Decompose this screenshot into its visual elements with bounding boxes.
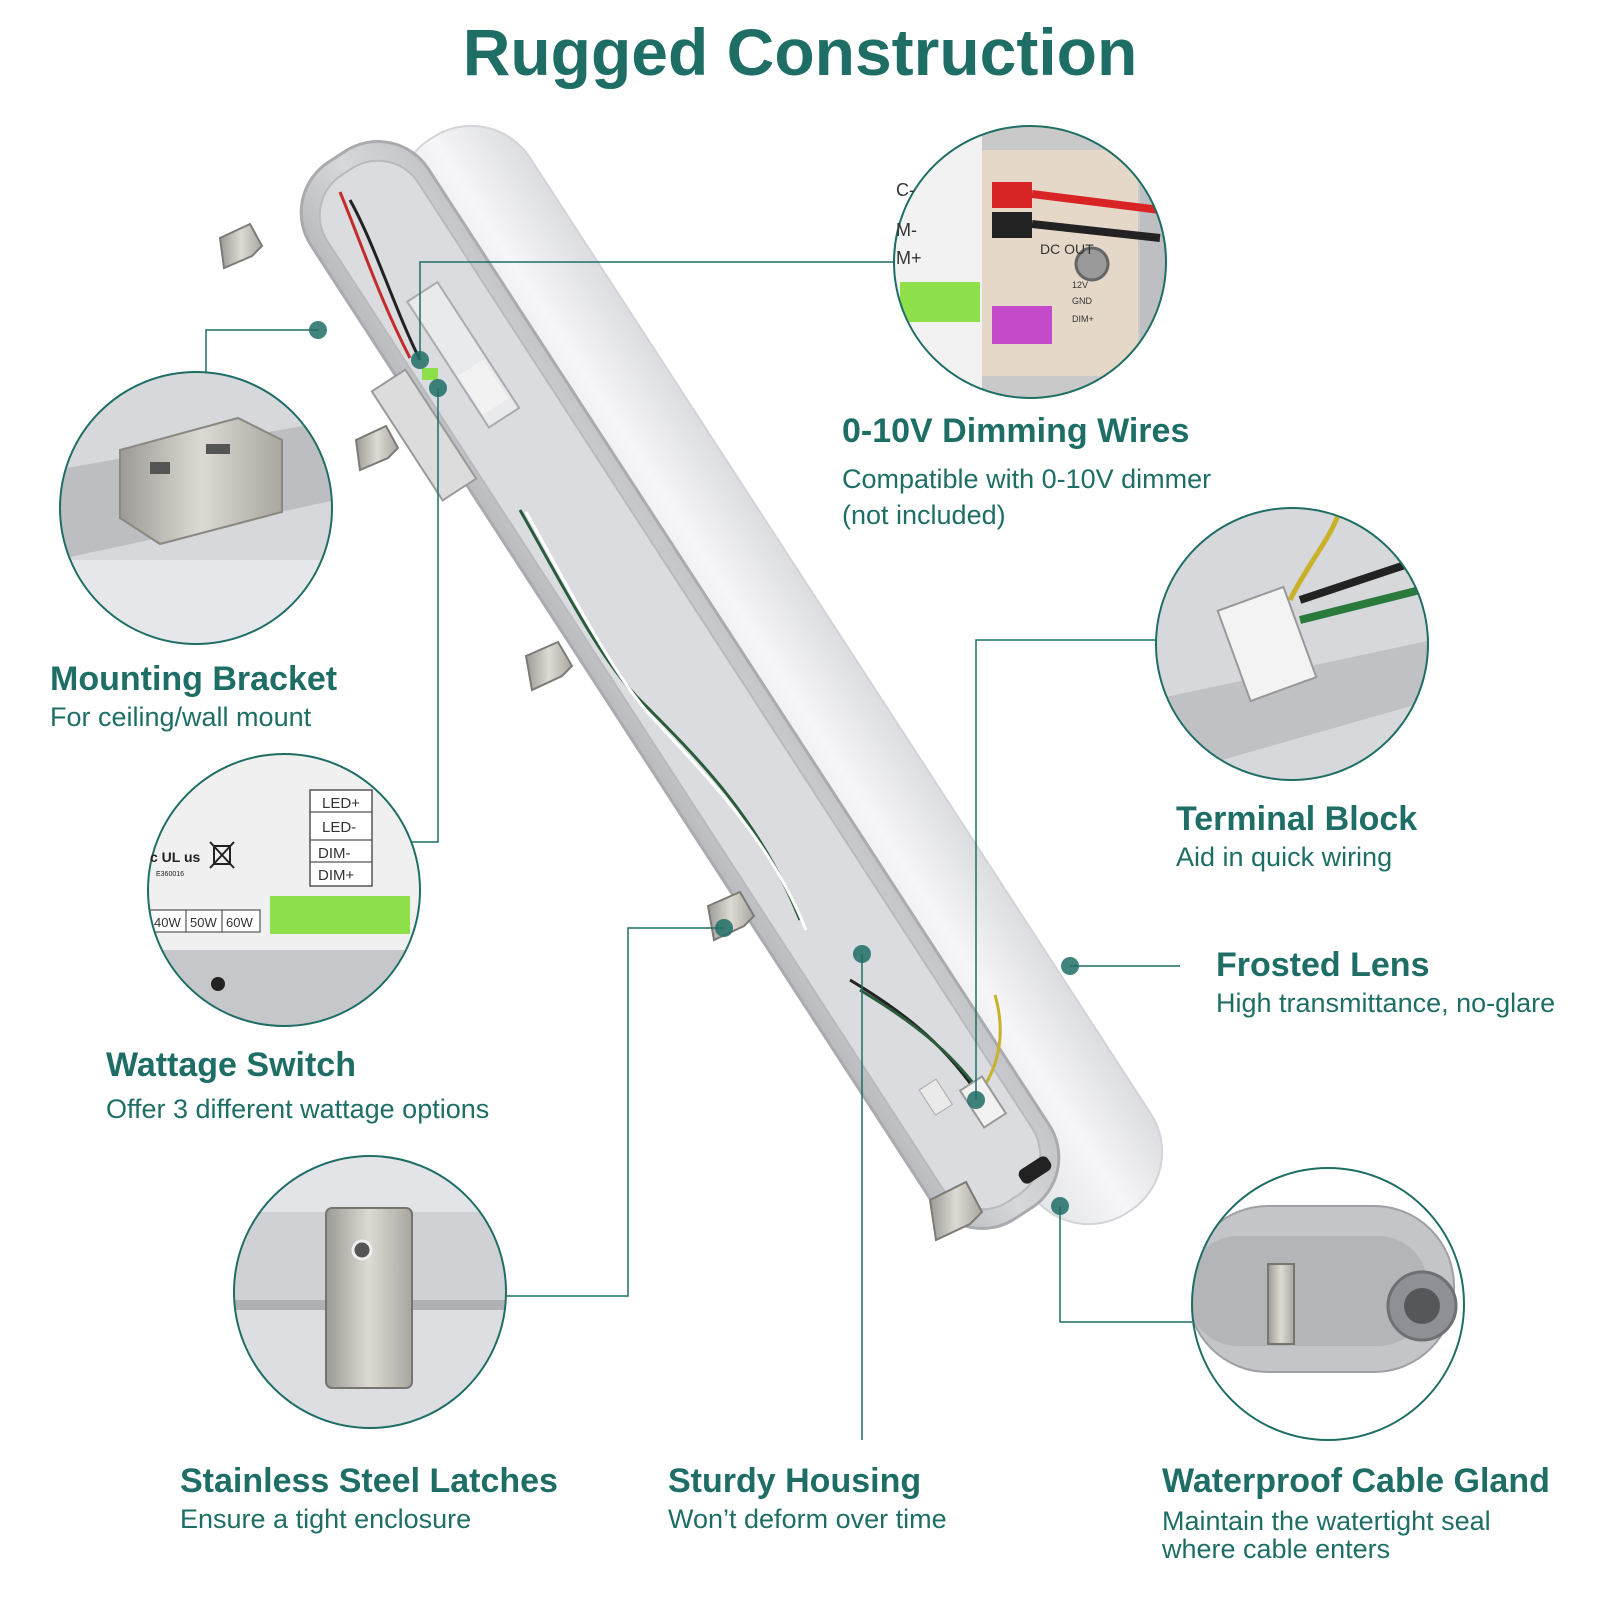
wattage-switch-desc: Offer 3 different wattage options — [106, 1094, 490, 1124]
frosted-lens-title: Frosted Lens — [1216, 946, 1430, 984]
stainless-latches-title: Stainless Steel Latches — [180, 1462, 558, 1500]
internal-wires — [338, 191, 1002, 1096]
cable-gland-desc-line1: Maintain the watertight seal — [1162, 1506, 1491, 1536]
callout-dots — [309, 321, 1079, 1215]
wattage-option-60: 60W — [226, 915, 253, 930]
ul-cert-mark: c UL us — [150, 849, 201, 865]
callout-lines — [205, 261, 1192, 1440]
wattage-option-50: 50W — [190, 915, 217, 930]
pin-led-plus: LED+ — [322, 795, 360, 812]
terminal-block-detail-circle — [1156, 508, 1428, 780]
cable-gland-desc-line2: where cable enters — [1162, 1534, 1391, 1564]
terminal-block-desc: Aid in quick wiring — [1176, 842, 1393, 872]
cable-gland-detail-circle — [1192, 1168, 1464, 1440]
pin-dim-plus: DIM+ — [318, 867, 354, 884]
driver-pin-12v: 12V — [1072, 280, 1088, 290]
page-title: Rugged Construction — [462, 15, 1138, 89]
mounting-bracket-desc: For ceiling/wall mount — [50, 702, 312, 732]
sturdy-housing-title: Sturdy Housing — [668, 1462, 922, 1500]
dimming-wires-desc-line1: Compatible with 0-10V dimmer — [842, 464, 1212, 494]
wattage-switch-detail-circle — [148, 754, 420, 1026]
frosted-lens-desc: High transmittance, no-glare — [1216, 988, 1556, 1018]
weee-icon — [209, 841, 235, 869]
label-m-minus: M- — [896, 220, 917, 240]
dimming-wires-detail-circle — [894, 126, 1166, 398]
housing-latches — [218, 222, 984, 1242]
dimming-wires-title: 0-10V Dimming Wires — [842, 412, 1190, 450]
ul-cert-code: E360016 — [156, 871, 184, 878]
driver-pin-gnd: GND — [1072, 296, 1093, 306]
sturdy-housing-desc: Won’t deform over time — [668, 1504, 947, 1534]
driver-box — [370, 368, 478, 502]
driver-out-label: DC OUT — [1040, 241, 1094, 257]
cable-gland-on-housing — [1018, 1156, 1052, 1184]
wattage-option-40: 40W — [154, 915, 181, 930]
wattage-switch-title: Wattage Switch — [106, 1046, 356, 1084]
terminal-block-title: Terminal Block — [1176, 800, 1418, 838]
label-c: C- — [896, 180, 915, 200]
cable-gland-title: Waterproof Cable Gland — [1162, 1462, 1550, 1500]
mounting-bracket-title: Mounting Bracket — [50, 660, 338, 698]
pin-led-minus: LED- — [322, 819, 356, 836]
label-m-plus: M+ — [896, 248, 922, 268]
mounting-bracket-detail-circle — [60, 372, 332, 644]
dimming-wires-desc-line2: (not included) — [842, 500, 1006, 530]
stainless-latches-desc: Ensure a tight enclosure — [180, 1504, 472, 1534]
pin-dim-minus: DIM- — [318, 845, 351, 862]
driver-pin-dim: DIM+ — [1072, 314, 1094, 324]
stainless-latch-detail-circle — [234, 1156, 506, 1428]
